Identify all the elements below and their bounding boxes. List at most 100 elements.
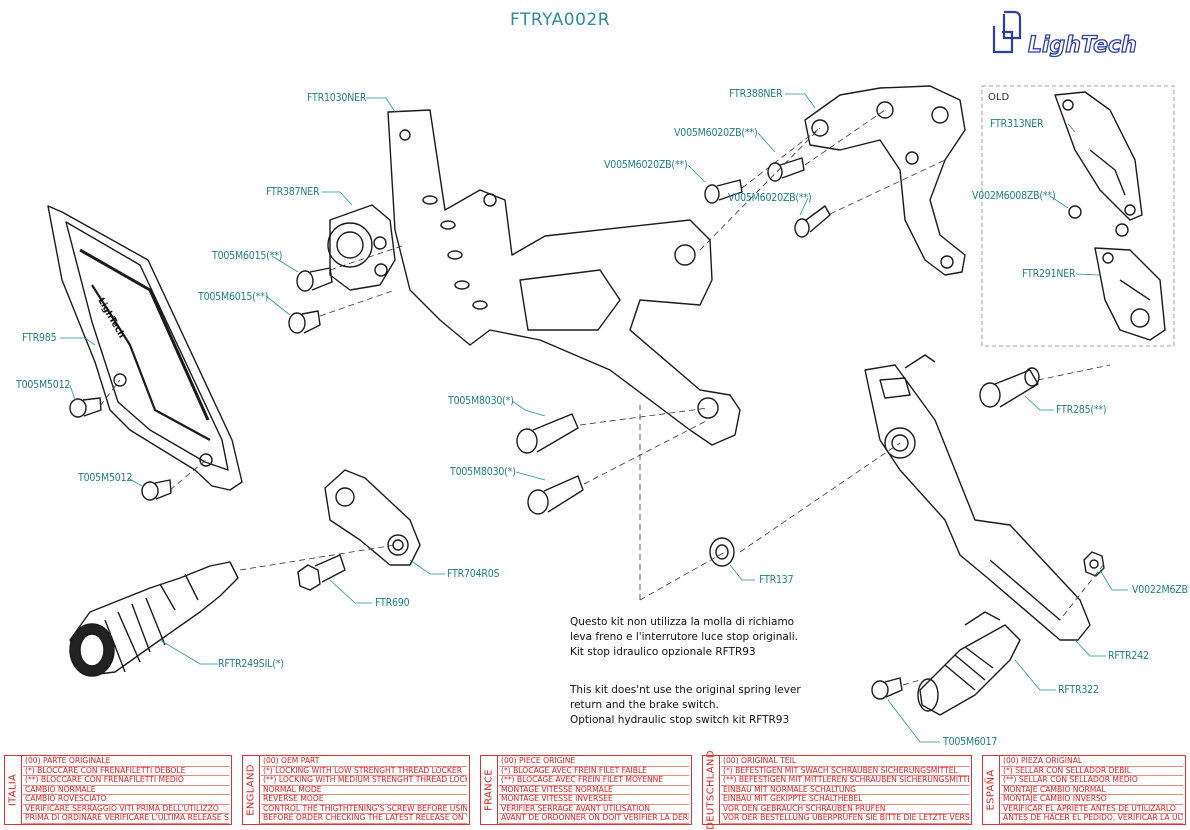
legend-country: ENGLAND <box>243 756 260 824</box>
note-english: This kit does'nt use the original spring… <box>570 683 801 728</box>
legend-line: (00) PARTE ORIGINALE <box>23 757 229 767</box>
label-ftr985: FTR985 <box>22 332 57 344</box>
bolt-t005m5012-b <box>141 479 172 501</box>
label-ftr690: FTR690 <box>375 597 410 609</box>
legend-line: VERIFIER SERRAGE AVANT UTILISATION <box>499 805 689 814</box>
label-leader-lines <box>60 93 1128 743</box>
label-v005m6020zb-a: V005M6020ZB(**) <box>674 127 758 139</box>
legend-line: (00) OEM PART <box>261 757 467 767</box>
old-parts-box <box>981 85 1175 347</box>
note-line: Optional hydraulic stop switch kit RFTR9… <box>570 714 790 726</box>
heel-guard-ftr985: LighTech <box>47 205 243 491</box>
label-rftr242: RFTR242 <box>1108 650 1149 662</box>
legend-line: MONTAGE VITESSE NORMALE <box>499 786 689 795</box>
label-ftr387ner: FTR387NER <box>266 186 320 198</box>
legend-line: (**) BLOCAGE AVEC FREIN FILET MOYENNE <box>499 776 689 786</box>
label-t005m8030-a: T005M8030(*) <box>448 395 514 407</box>
legend-france: FRANCE (00) PIECE ORIGINE (*) BLOCAGE AV… <box>480 755 692 825</box>
legend-line: (**) BEFESTIGEN MIT MITTLEREN SCHRAUBEN … <box>721 776 969 786</box>
svg-text:LighTech: LighTech <box>1028 33 1137 58</box>
screw-v005m6020zb-c <box>794 205 831 238</box>
legend-line: (**) BLOCCARE CON FRENAFILETTI MEDIO <box>23 776 229 786</box>
bolt-t005m6015-a <box>296 267 333 292</box>
note-line: leva freno e l'interrutore luce stop ori… <box>570 631 798 643</box>
label-ftr285: FTR285(**) <box>1056 404 1107 416</box>
note-line: This kit does'nt use the original spring… <box>570 684 801 696</box>
label-rftr249sil: RFTR249SIL(*) <box>218 658 284 670</box>
bolt-ftr690 <box>297 554 346 591</box>
footpeg-rftr322 <box>917 611 1021 716</box>
legend-england: ENGLAND (00) OEM PART (*) LOCKING WITH L… <box>242 755 470 825</box>
label-ftr388ner: FTR388NER <box>729 88 783 100</box>
legend-country: DEUTSCHLAND <box>703 750 720 830</box>
lightech-logo: LighTech <box>990 8 1170 59</box>
note-line: return and the brake switch. <box>570 699 719 711</box>
label-t005m6015-a: T005M6015(**) <box>212 250 283 262</box>
legend-line: (*) SELLAR CON SELLADOR DEBIL <box>1001 767 1183 776</box>
legend-italia: ITALIA (00) PARTE ORIGINALE (*) BLOCCARE… <box>4 755 232 825</box>
legend-line: (*) BLOCCARE CON FRENAFILETTI DEBOLE <box>23 767 229 776</box>
spacer-ftr387ner <box>327 204 396 291</box>
nut-v0022m6zb <box>1083 551 1105 577</box>
label-v0022m6zb: V0022M6ZB <box>1132 584 1188 596</box>
bracket-ftr291ner <box>1094 247 1166 341</box>
label-v005m6020zb-c: V005M6020ZB(**) <box>728 192 812 204</box>
legend-line: (**) LOCKING WITH MEDIUM STRENGHT THREAD… <box>261 776 467 786</box>
screw-v005m6020zb-b <box>704 179 743 204</box>
washer-ftr137 <box>709 537 735 567</box>
legend-line: (**) SELLAR CON SELLADOR MEDIO <box>1001 776 1183 786</box>
label-v005m6020zb-b: V005M6020ZB(**) <box>604 159 688 171</box>
label-t005m6015-b: T005M6015(**) <box>198 291 269 303</box>
link-ftr704r0s <box>324 469 421 566</box>
note-italian: Questo kit non utilizza la molla di rich… <box>570 615 798 660</box>
label-ftr291ner: FTR291NER <box>1022 268 1076 280</box>
legend-line: (*) LOCKING WITH LOW STRENGHT THREAD LOC… <box>261 767 467 776</box>
label-t005m6017: T005M6017 <box>943 736 998 748</box>
legend-line: CAMBIO NORMALE <box>23 786 229 795</box>
bolt-t005m6015-b <box>288 310 321 334</box>
legend-line: (00) PIEZA ORIGINAL <box>1001 757 1183 767</box>
footpeg-rftr249sil <box>69 561 239 677</box>
legend-deutschland: DEUTSCHLAND (00) ORIGINAL TEIL (*) BEFES… <box>702 750 972 830</box>
label-ftr1030ner: FTR1030NER <box>307 92 367 104</box>
label-ftr137: FTR137 <box>759 574 794 586</box>
bolt-t005m8030-a <box>516 413 579 454</box>
legend-line: VERIFICARE SERRAGGIO VITI PRIMA DELL'UTI… <box>23 805 229 814</box>
label-t005m8030-b: T005M8030(*) <box>450 466 516 478</box>
legend-country: ITALIA <box>5 756 22 824</box>
screw-v005m6020zb-a <box>767 157 805 182</box>
legend-line: (00) PIECE ORIGINE <box>499 757 689 767</box>
pin-ftr285 <box>979 367 1040 408</box>
legend-line: MONTAJE CAMBIO NORMAL <box>1001 786 1183 795</box>
legend-line: REVERSE MODE <box>261 795 467 805</box>
legend-line: VOR DER BESTELLUNG ÜBERPRÜFEN SIE BITTE … <box>721 814 969 824</box>
note-line: Questo kit non utilizza la molla di rich… <box>570 616 795 628</box>
legend-line: MONTAJE CAMBIO INVERSO <box>1001 795 1183 805</box>
legend-line: CONTROL THE THIGTHTENING'S SCREW BEFORE … <box>261 804 467 814</box>
legend-line: (*) BEFESTIGEN MIT SWACH SCHRAUBEN SICHE… <box>721 767 969 776</box>
legend-line: CAMBIO ROVESCIATO <box>23 795 229 805</box>
diagram-title: FTRYA002R <box>510 10 611 30</box>
bolt-t005m5012-a <box>69 397 102 418</box>
legend-line: ANTES DE HACER EL PEDIDO, VERIFICAR LA U… <box>1001 814 1183 824</box>
shift-lever <box>864 354 1091 641</box>
label-ftr704r0s: FTR704R0S <box>447 568 500 580</box>
screw-v002m6008zb <box>1068 205 1129 237</box>
main-plate-ftr1030ner <box>387 109 741 446</box>
lightech-logo-icon: LighTech <box>992 10 1137 59</box>
bracket-ftr313ner <box>1054 91 1143 221</box>
legend-line: EINBAU MIT NORMALE SCHALTUNG <box>721 786 969 795</box>
legend-line: BEFORE ORDER CHECKING THE LATEST RELEASE… <box>261 814 467 824</box>
legend-country: FRANCE <box>481 756 498 824</box>
legend-line: (*) BLOCAGE AVEC FREIN FILET FAIBLE <box>499 767 689 776</box>
bolt-t005m6017 <box>871 677 903 700</box>
bolt-t005m8030-b <box>527 475 584 515</box>
legend-line: PRIMA DI ORDINARE VERIFICARE L'ULTIMA RE… <box>23 814 229 824</box>
label-rftr322: RFTR322 <box>1058 684 1099 696</box>
legend-country: ESPAÑA <box>983 756 1000 824</box>
legend-line: VOR DEN GEBRAUCH SCHRAUBEN PRÜFEN <box>721 805 969 814</box>
label-v002m6008zb: V002M6008ZB(**) <box>972 190 1056 202</box>
note-line: Kit stop idraulico opzionale RFTR93 <box>570 646 756 658</box>
label-ftr313ner: FTR313NER <box>990 118 1044 130</box>
